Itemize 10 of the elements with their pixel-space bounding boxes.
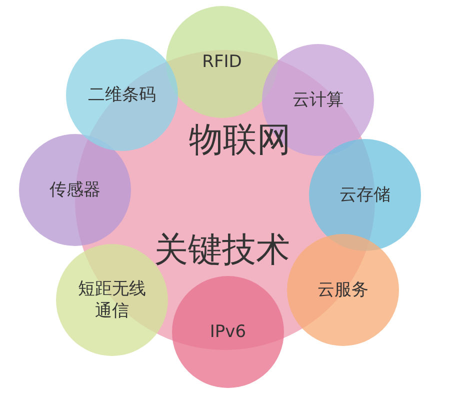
circle-label: 云计算 xyxy=(292,89,344,111)
circle-label: 二维条码 xyxy=(87,84,157,106)
circle-label: 云存储 xyxy=(338,184,392,206)
circle-label: 短距无线通信 xyxy=(77,278,147,322)
title-text: 关键技术 xyxy=(154,229,290,272)
circle-label: IPv6 xyxy=(208,321,248,343)
title-text: 物联网 xyxy=(189,119,291,162)
circle-label: 传感器 xyxy=(48,179,102,201)
circle-label: RFID xyxy=(201,51,243,73)
circle-label: 云服务 xyxy=(316,279,370,301)
